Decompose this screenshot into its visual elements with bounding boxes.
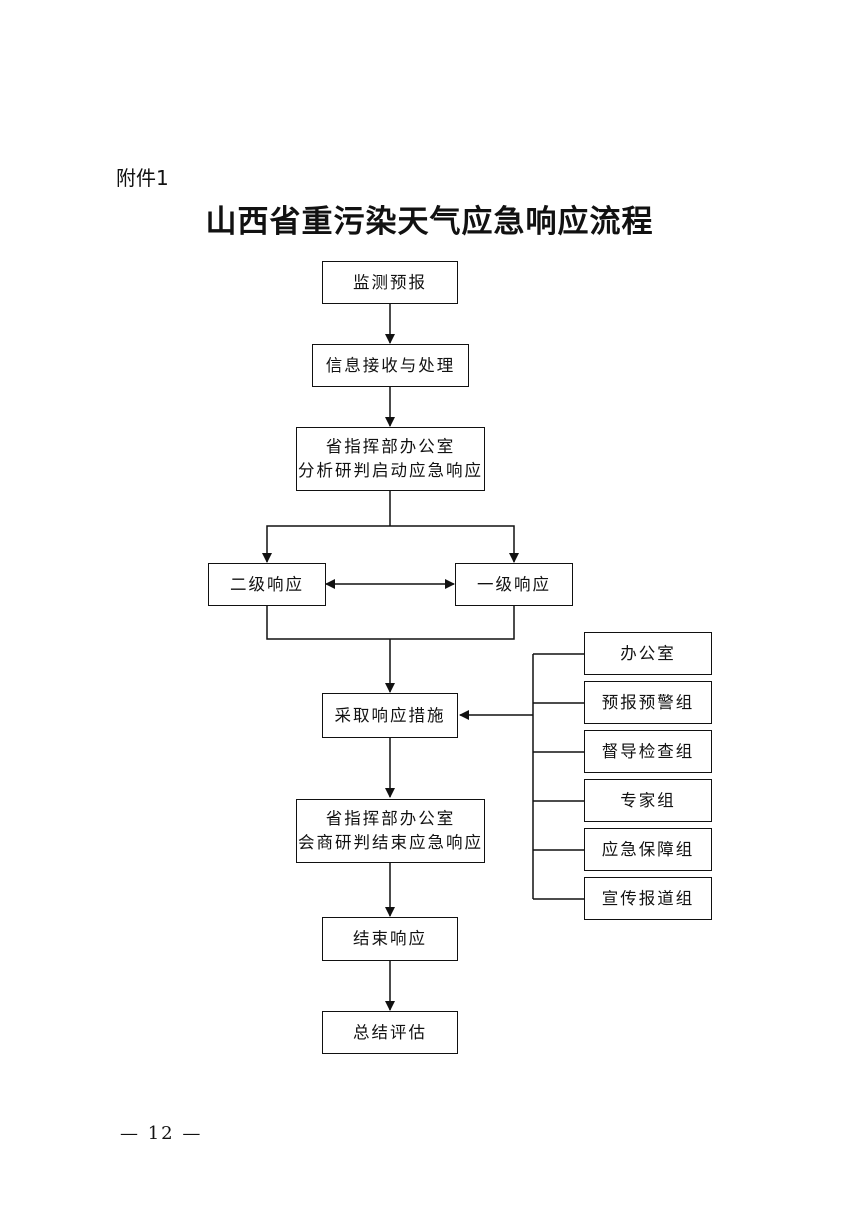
group-label: 专家组 <box>620 790 676 810</box>
node-summary-label: 总结评估 <box>353 1022 427 1042</box>
split-right <box>390 525 519 563</box>
group-label: 宣传报道组 <box>601 888 695 908</box>
group-publicity: 宣传报道组 <box>584 877 712 920</box>
page-number: — 12 — <box>120 1123 203 1144</box>
attachment-label: 附件1 <box>116 166 169 190</box>
node-monitoring-label: 监测预报 <box>353 272 427 292</box>
group-expert: 专家组 <box>584 779 712 822</box>
node-level1: 一级响应 <box>455 563 573 606</box>
node-analysis: 省指挥部办公室 分析研判启动应急响应 <box>296 427 485 491</box>
group-label: 督导检查组 <box>601 741 695 761</box>
split-left <box>262 525 390 563</box>
group-office: 办公室 <box>584 632 712 675</box>
node-analysis-line1: 省指挥部办公室 <box>325 437 456 456</box>
page-title: 山西省重污染天气应急响应流程 <box>205 204 654 240</box>
node-info-processing: 信息接收与处理 <box>312 344 469 387</box>
group-label: 应急保障组 <box>601 839 695 859</box>
node-consult-line2: 会商研判结束应急响应 <box>298 833 483 852</box>
node-end-response-label: 结束响应 <box>353 929 427 948</box>
group-emergency-support: 应急保障组 <box>584 828 712 871</box>
node-level1-label: 一级响应 <box>477 574 551 594</box>
group-forecast-warning: 预报预警组 <box>584 681 712 724</box>
node-level2: 二级响应 <box>208 563 326 606</box>
node-measures: 采取响应措施 <box>322 693 458 738</box>
node-consult-line1: 省指挥部办公室 <box>325 809 456 828</box>
node-monitoring: 监测预报 <box>322 261 458 304</box>
node-consult: 省指挥部办公室 会商研判结束应急响应 <box>296 799 485 863</box>
node-info-processing-label: 信息接收与处理 <box>325 355 456 375</box>
merge-connector <box>266 606 515 640</box>
group-supervision: 督导检查组 <box>584 730 712 773</box>
node-measures-label: 采取响应措施 <box>334 705 446 725</box>
group-label: 预报预警组 <box>601 692 695 712</box>
group-label: 办公室 <box>620 643 676 663</box>
node-level2-label: 二级响应 <box>230 574 304 594</box>
node-analysis-line2: 分析研判启动应急响应 <box>298 461 483 480</box>
node-summary: 总结评估 <box>322 1011 458 1054</box>
node-end-response: 结束响应 <box>322 917 458 961</box>
